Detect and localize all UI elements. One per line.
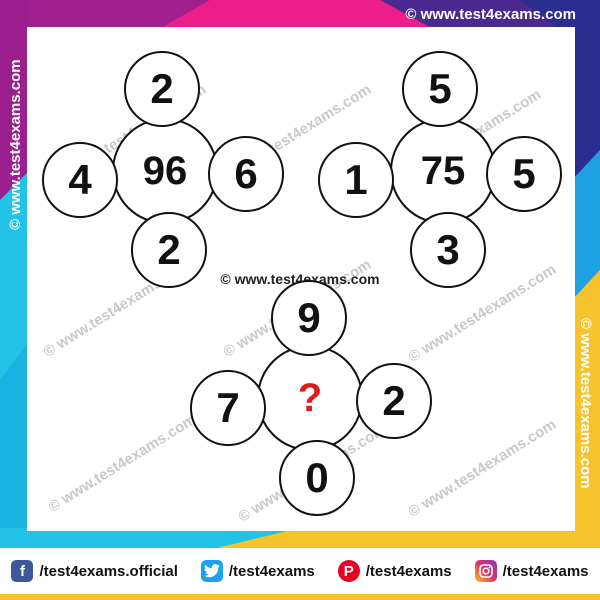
puzzle-3-bottom: 0	[279, 440, 355, 516]
puzzle-1-right: 6	[208, 136, 284, 212]
facebook-handle: /test4exams.official	[39, 562, 178, 580]
puzzle-3-center: ?	[257, 345, 363, 451]
twitter-link[interactable]: /test4exams	[200, 560, 315, 582]
puzzle-1-left: 4	[42, 142, 118, 218]
puzzle-1-center: 96	[112, 118, 218, 224]
left-side-watermark: © www.test4exams.com	[7, 59, 24, 230]
mid-site-watermark: © www.test4exams.com	[220, 271, 380, 287]
facebook-link[interactable]: f /test4exams.official	[11, 560, 178, 582]
right-side-watermark: © www.test4exams.com	[577, 318, 594, 489]
facebook-icon: f	[11, 560, 34, 582]
twitter-handle: /test4exams	[228, 562, 315, 580]
puzzle-3-right: 2	[356, 363, 432, 439]
puzzle-1-top: 2	[124, 51, 200, 127]
question-mark: ?	[297, 375, 323, 420]
social-footer: f /test4exams.official /test4exams P /te…	[0, 548, 600, 594]
puzzle-3-left: 7	[190, 370, 266, 446]
pinterest-icon: P	[337, 560, 360, 582]
puzzle-2-top: 5	[402, 51, 478, 127]
instagram-handle: /test4exams	[502, 562, 589, 580]
instagram-icon	[474, 560, 497, 582]
puzzle-2-right: 5	[486, 136, 562, 212]
pinterest-handle: /test4exams	[365, 562, 452, 580]
puzzle-1-bottom: 2	[131, 212, 207, 288]
puzzle-3-top: 9	[271, 280, 347, 356]
pinterest-link[interactable]: P /test4exams	[337, 560, 452, 582]
puzzle-2-center: 75	[390, 118, 496, 224]
top-site-watermark: © www.test4exams.com	[405, 6, 576, 23]
twitter-icon	[200, 560, 223, 582]
puzzle-2-bottom: 3	[410, 212, 486, 288]
puzzle-2-left: 1	[318, 142, 394, 218]
instagram-link[interactable]: /test4exams	[474, 560, 589, 582]
